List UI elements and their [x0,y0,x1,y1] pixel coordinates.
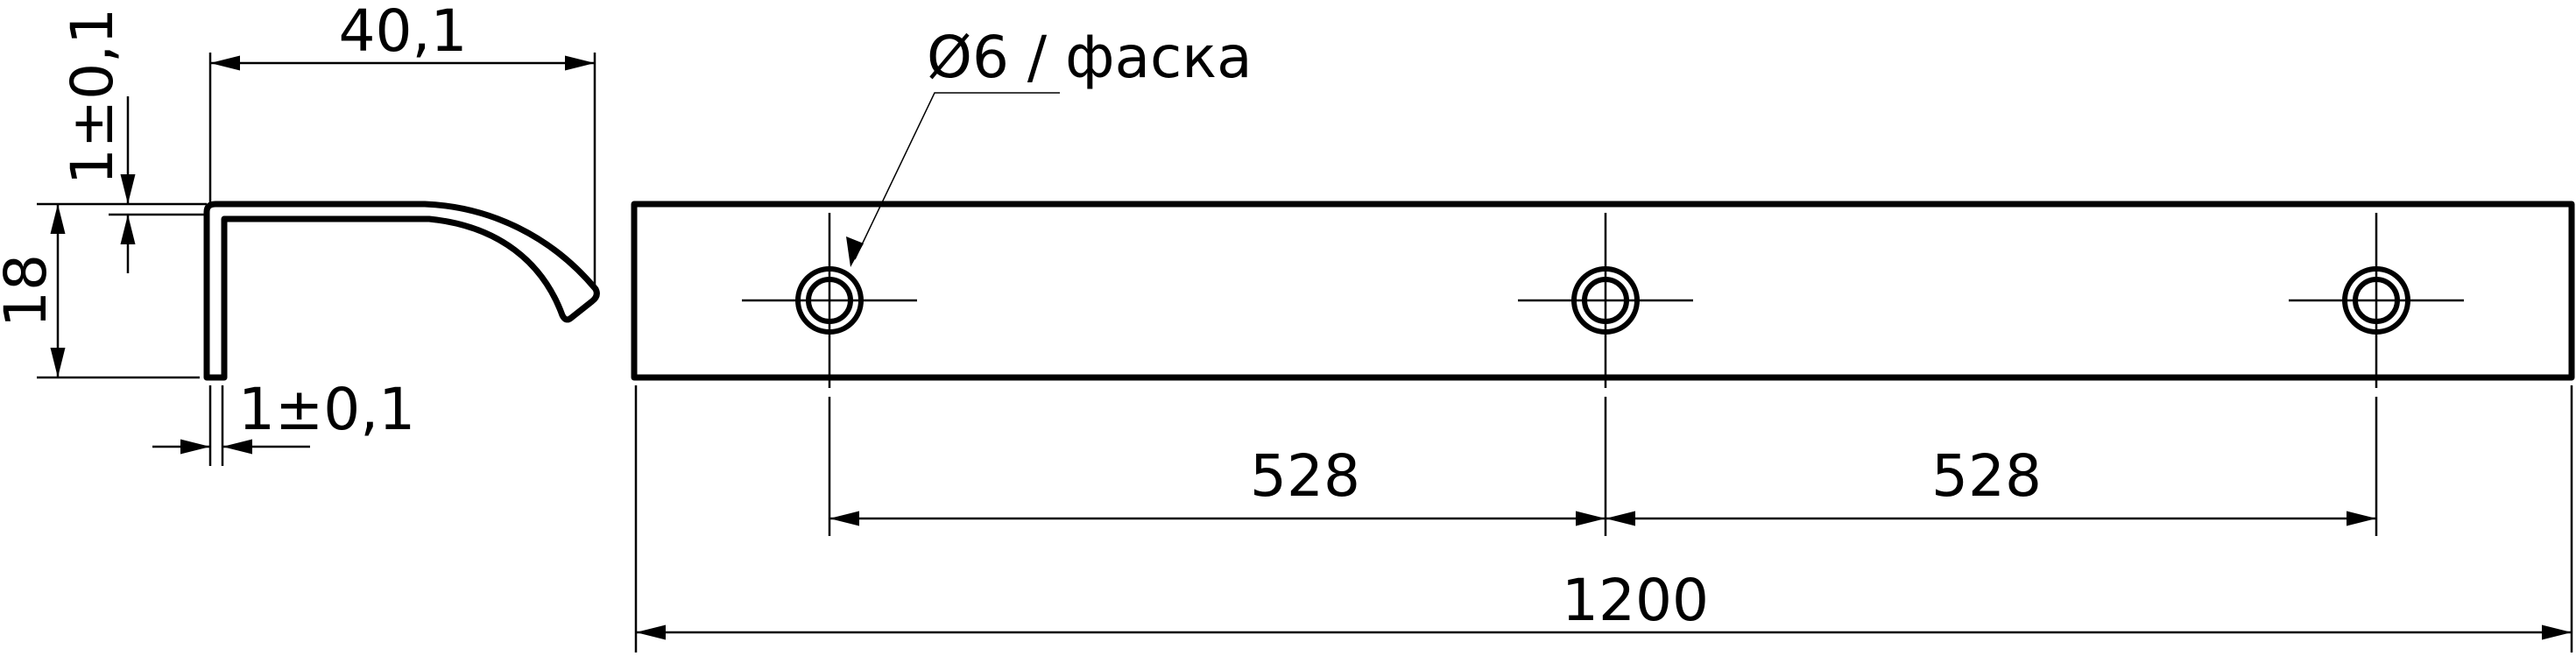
dimension-top-thickness-label: 1±0,1 [59,8,126,185]
leader-arrow [846,236,864,267]
hole-1 [742,213,917,536]
dimension-overall-label: 1200 [1562,567,1709,634]
profile-outline [203,201,600,381]
leader-line [854,92,1060,260]
dimension-spacing-left-label: 528 [1250,442,1360,510]
dimension-spacing-right-label: 528 [1931,442,2042,510]
dimension-height-label: 18 [0,254,60,328]
profile-view: 40,1 18 1±0,1 1±0,1 [0,0,600,466]
bar-outline [631,201,2575,381]
hole-label: Ø6 / фаска [927,24,1253,91]
hole-3 [2289,213,2464,536]
hole-2 [1518,213,1693,536]
dimension-side-thickness-label: 1±0,1 [238,376,415,443]
plan-view: Ø6 / фаска 528 528 1200 [631,24,2575,652]
dimension-width-label: 40,1 [339,0,468,65]
